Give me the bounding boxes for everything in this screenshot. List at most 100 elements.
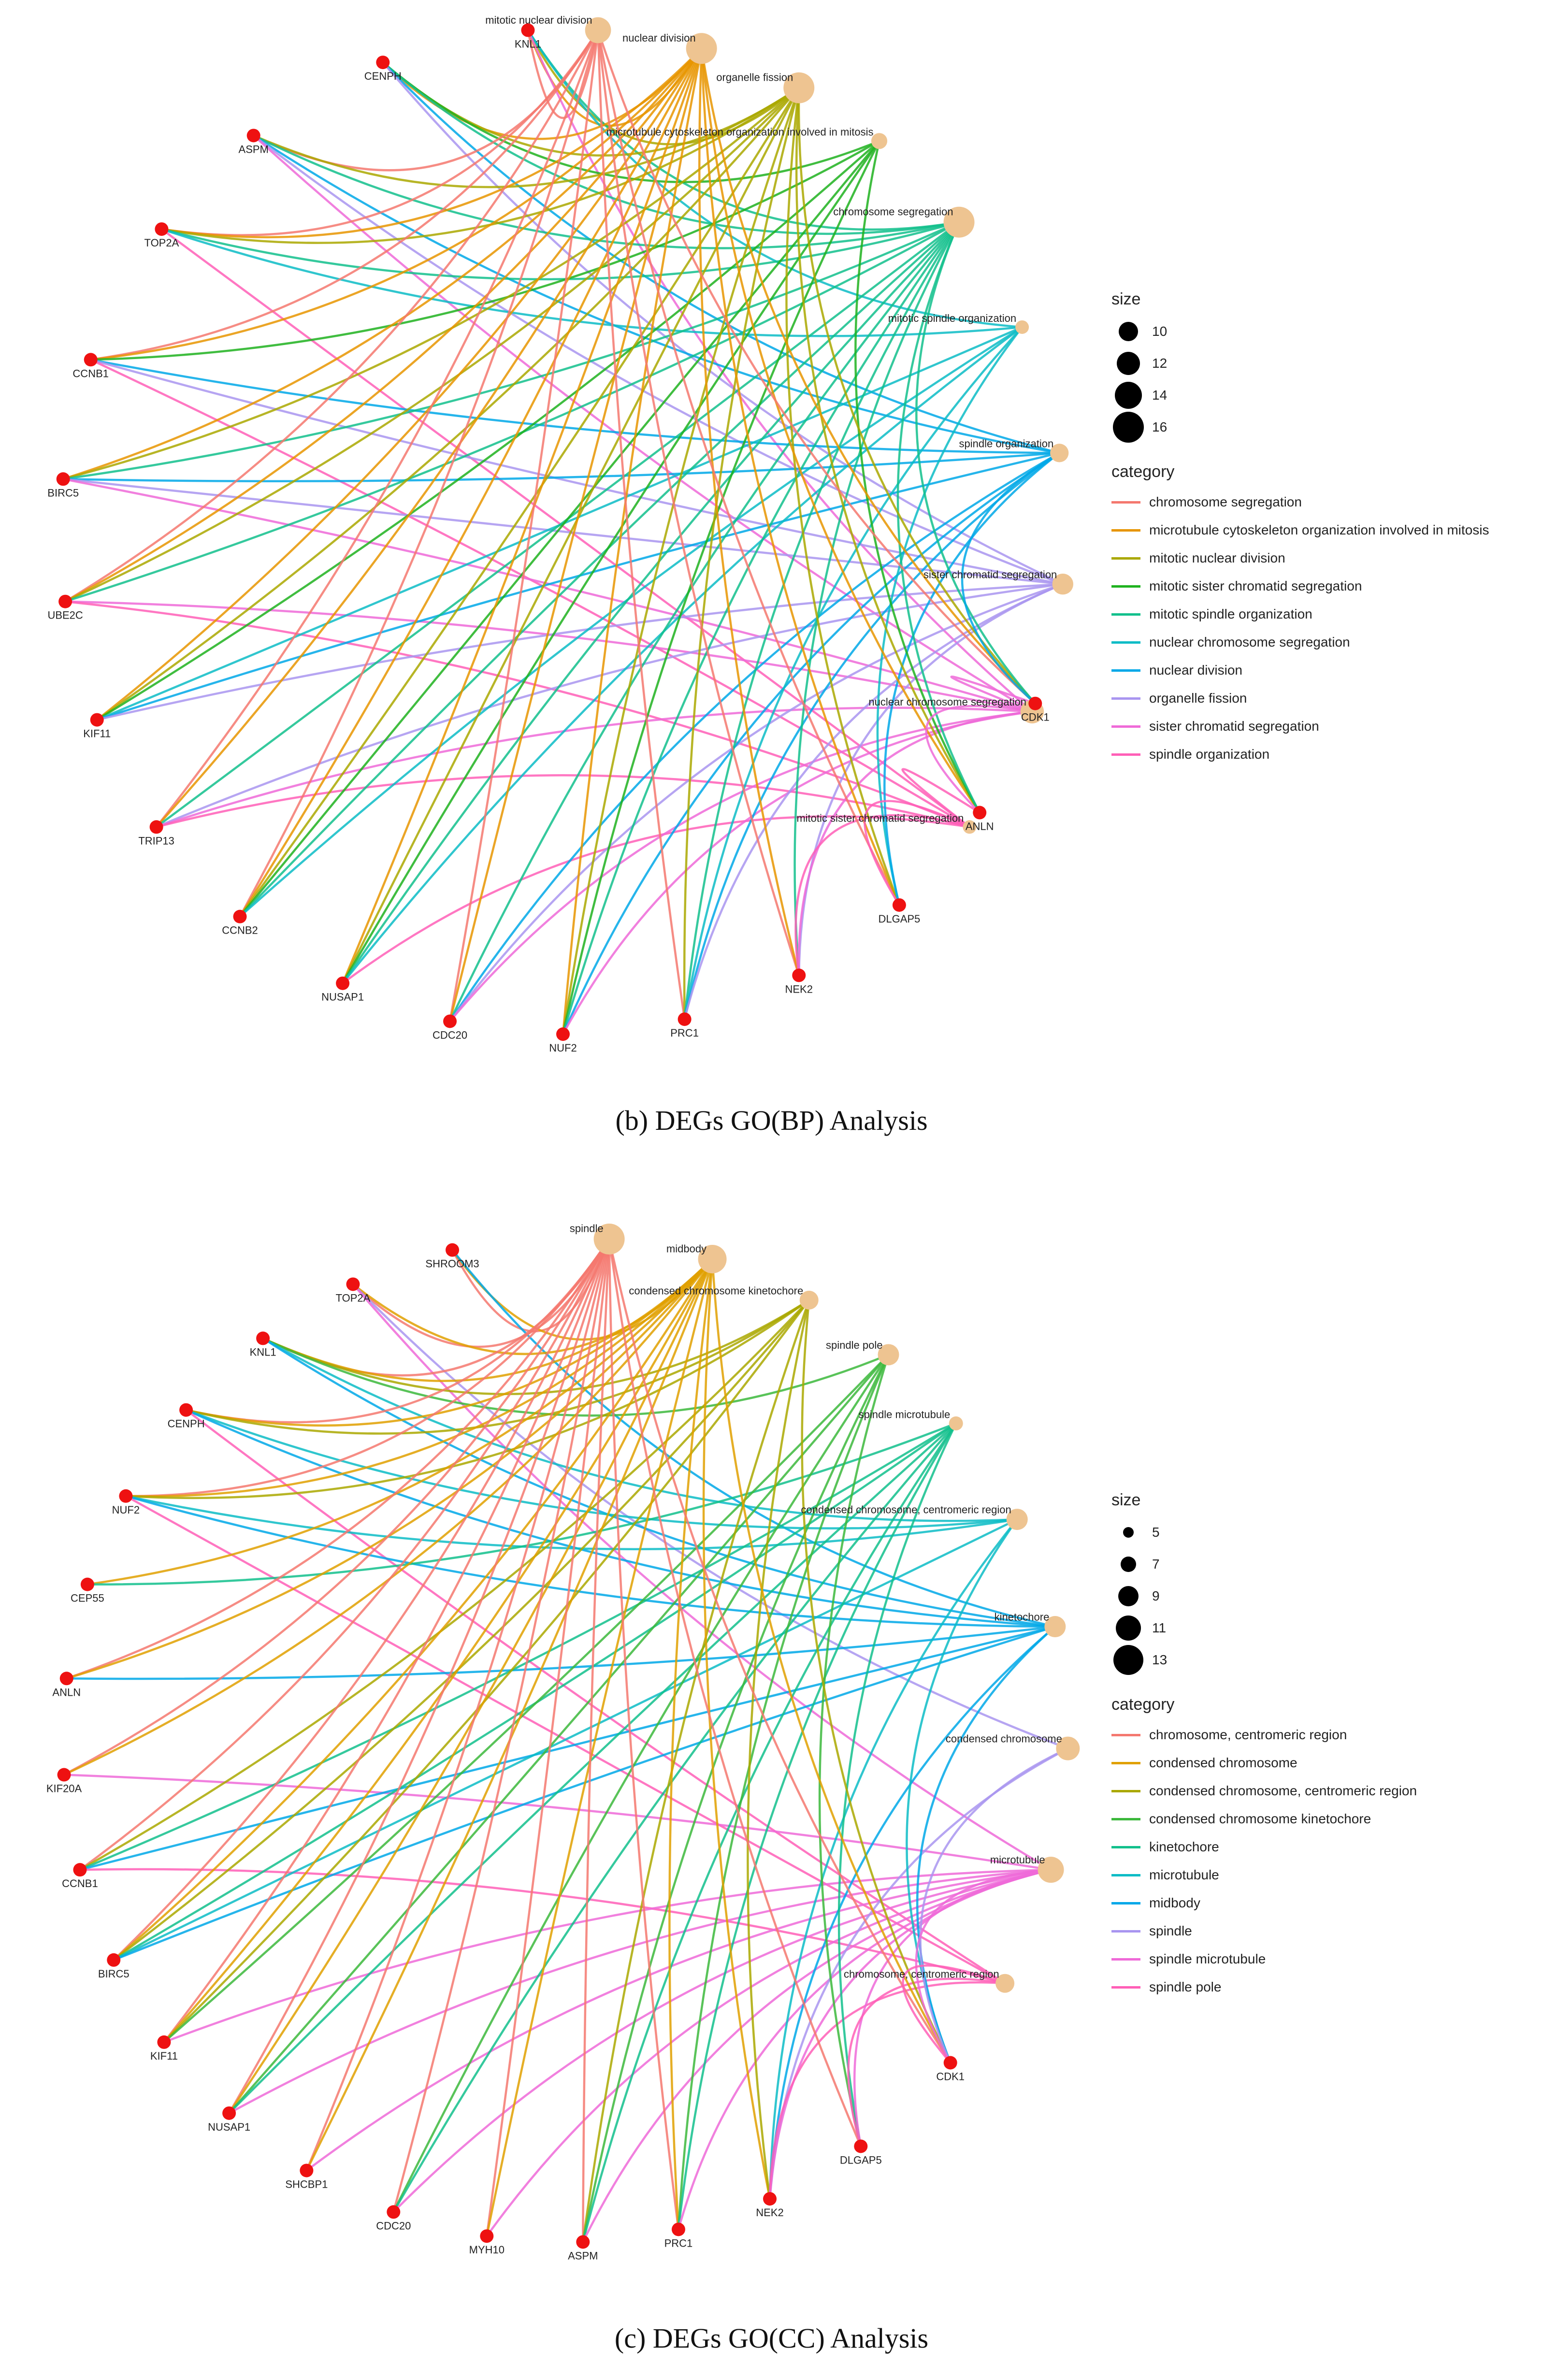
cc-gene-node-top2a[interactable] (346, 1277, 360, 1291)
bp-term-node-sister-chromatid-segregation[interactable] (1052, 573, 1074, 595)
cc-term-node-spindle[interactable] (593, 1223, 625, 1255)
cc-size-legend-item: 5 (1111, 1516, 1417, 1548)
cc-edge-dlgap5-spindle (608, 1239, 862, 2147)
bp-category-legend-item: organelle fission (1111, 684, 1489, 712)
bp-gene-node-dlgap5[interactable] (892, 898, 906, 912)
cc-gene-node-myh10[interactable] (480, 2229, 494, 2243)
cc-term-node-microtubule[interactable] (1038, 1857, 1064, 1883)
bp-term-node-mitotic-sister-chromatid-segregation[interactable] (963, 820, 977, 834)
bp-term-node-chromosome-segregation[interactable] (943, 206, 975, 238)
bp-edge-ube2c-nuclear-division (65, 47, 703, 603)
cc-edge-cdk1-midbody (711, 1259, 952, 2063)
cc-edge-cdc20-microtubule (392, 1868, 1051, 2213)
bp-term-node-mitotic-nuclear-division[interactable] (585, 17, 611, 43)
bp-gene-node-anln[interactable] (973, 806, 987, 820)
cc-edge-nek2-condensed-chromosome-centromeric-region (768, 1518, 1018, 2199)
bp-gene-node-ube2c[interactable] (58, 594, 72, 608)
bp-gene-node-nek2[interactable] (792, 968, 806, 982)
cc-gene-node-birc5[interactable] (107, 1953, 121, 1967)
bp-term-node-mitotic-spindle-organization[interactable] (1015, 320, 1029, 334)
bp-gene-node-cdk1[interactable] (1028, 696, 1042, 710)
cc-edge-nuf2-condensed-chromosome-kinetochore (126, 1299, 810, 1500)
bp-category-swatch (1111, 557, 1140, 560)
cc-term-node-condensed-chromosome-centromeric-region[interactable] (1006, 1509, 1028, 1530)
bp-gene-node-kif11[interactable] (90, 713, 104, 727)
bp-term-label-microtubule-cytoskeleton-organization-involved-in-mitosis: microtubule cytoskeleton organization in… (606, 126, 874, 138)
cc-term-node-condensed-chromosome[interactable] (1056, 1736, 1080, 1760)
cc-gene-node-cenph[interactable] (179, 1403, 193, 1417)
cc-edge-nusap1-spindle-microtubule (228, 1422, 957, 2114)
bp-gene-node-ccnb2[interactable] (233, 909, 247, 923)
bp-gene-node-nuf2[interactable] (556, 1027, 570, 1041)
cc-term-label-chromosome-centromeric-region: chromosome, centromeric region (844, 1968, 999, 1980)
bp-gene-node-cenph[interactable] (376, 56, 390, 70)
cc-gene-node-aspm[interactable] (576, 2235, 590, 2249)
bp-edge-nusap1-chromosome-segregation (342, 221, 960, 984)
cc-edge-prc1-microtubule (677, 1869, 1052, 2230)
bp-term-node-spindle-organization[interactable] (1050, 444, 1069, 462)
cc-gene-node-nusap1[interactable] (222, 2106, 236, 2120)
cc-edge-anln-midbody (66, 1258, 713, 1680)
bp-edge-kif11-microtubule-cytoskeleton-organization-involved-in-mitosis (96, 140, 880, 721)
bp-term-node-microtubule-cytoskeleton-organization-involved-in-mitosis[interactable] (871, 133, 888, 149)
bp-size-legend-item: 16 (1111, 411, 1489, 443)
cc-gene-node-nek2[interactable] (763, 2192, 777, 2206)
cc-edge-cdk1-kinetochore (916, 1626, 1056, 2063)
cc-gene-node-anln[interactable] (59, 1672, 73, 1686)
bp-edges (63, 29, 1064, 1035)
bp-gene-node-aspm[interactable] (246, 129, 260, 143)
cc-edge-cenph-midbody (186, 1258, 713, 1427)
bp-gene-node-ccnb1[interactable] (84, 353, 98, 367)
bp-gene-node-nusap1[interactable] (336, 976, 350, 990)
cc-term-node-midbody[interactable] (698, 1244, 727, 1273)
cc-gene-node-knl1[interactable] (256, 1331, 270, 1345)
cc-size-legend-item: 7 (1111, 1548, 1417, 1580)
bp-edge-nuf2-nuclear-division (562, 48, 703, 1035)
bp-gene-node-knl1[interactable] (521, 23, 535, 37)
bp-gene-node-top2a[interactable] (155, 222, 169, 236)
bp-edge-cdk1-spindle-organization (961, 452, 1060, 705)
cc-size-legend-label: 11 (1152, 1620, 1167, 1635)
cc-gene-node-shcbp1[interactable] (300, 2164, 314, 2178)
cc-gene-node-nuf2[interactable] (119, 1489, 133, 1503)
bp-edge-kif11-organelle-fission (96, 87, 800, 721)
cc-category-label: condensed chromosome, centromeric region (1149, 1783, 1417, 1798)
cc-edge-cenph-spindle (186, 1238, 610, 1424)
bp-size-legend-dot (1117, 352, 1140, 375)
cc-gene-node-cep55[interactable] (80, 1577, 94, 1591)
bp-edge-nuf2-organelle-fission (562, 87, 800, 1035)
cc-gene-node-shroom3[interactable] (446, 1243, 460, 1257)
cc-edge-dlgap5-chromosome-centromeric-region (847, 1977, 1005, 2147)
bp-gene-label-cenph: CENPH (364, 70, 402, 82)
cc-category-legend-item: spindle microtubule (1111, 1945, 1417, 1973)
cc-gene-label-ccnb1: CCNB1 (62, 1877, 98, 1890)
cc-term-node-chromosome-centromeric-region[interactable] (995, 1974, 1015, 1993)
cc-gene-node-ccnb1[interactable] (73, 1863, 87, 1877)
bp-gene-node-birc5[interactable] (56, 472, 70, 486)
bp-gene-node-prc1[interactable] (678, 1012, 692, 1026)
cc-term-node-spindle-pole[interactable] (878, 1344, 899, 1366)
cc-term-node-spindle-microtubule[interactable] (949, 1416, 963, 1431)
bp-edge-prc1-spindle-organization (683, 452, 1060, 1020)
bp-category-swatch (1111, 725, 1140, 728)
bp-edge-ccnb1-mitotic-sister-chromatid-segregation (90, 359, 970, 828)
cc-term-node-condensed-chromosome-kinetochore[interactable] (799, 1290, 819, 1310)
bp-gene-node-trip13[interactable] (149, 820, 163, 834)
bp-edge-birc5-spindle-organization (63, 452, 1060, 482)
cc-edge-cep55-spindle-microtubule (87, 1422, 957, 1586)
bp-term-node-organelle-fission[interactable] (783, 72, 815, 103)
cc-gene-node-prc1[interactable] (671, 2222, 685, 2236)
cc-gene-node-cdc20[interactable] (387, 2205, 401, 2219)
cc-gene-node-cdk1[interactable] (943, 2056, 957, 2070)
cc-gene-node-kif11[interactable] (157, 2035, 171, 2049)
cc-edge-anln-spindle (66, 1238, 610, 1680)
bp-gene-node-cdc20[interactable] (443, 1014, 457, 1028)
cc-term-node-kinetochore[interactable] (1044, 1616, 1066, 1638)
cc-gene-node-kif20a[interactable] (57, 1768, 71, 1782)
cc-gene-node-dlgap5[interactable] (854, 2139, 868, 2153)
cc-gene-label-aspm: ASPM (568, 2250, 598, 2262)
cc-edge-prc1-spindle (608, 1239, 680, 2230)
bp-term-node-nuclear-division[interactable] (686, 33, 717, 64)
